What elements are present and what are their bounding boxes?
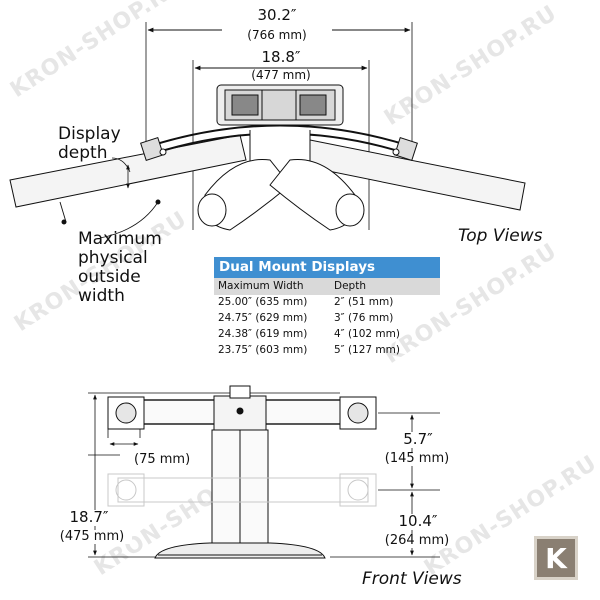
kron-logo-badge: K: [534, 536, 578, 580]
upper-height-dim: 5.7″: [383, 431, 453, 448]
col-header-max-width: Maximum Width: [218, 280, 304, 292]
inner-width-dim: 18.8″: [261, 48, 301, 66]
max-width-label: Maximum physical outside width: [78, 229, 162, 307]
top-view-drawing: [9, 22, 526, 239]
bracket-offset-mm: (75 mm): [134, 452, 191, 467]
front-view-drawing: [88, 385, 440, 559]
table-row: 23.75″ (603 mm) 5″ (127 mm): [214, 343, 440, 359]
dual-mount-table: Dual Mount Displays Maximum Width Depth …: [214, 257, 440, 359]
table-row: 24.75″ (629 mm) 3″ (76 mm): [214, 311, 440, 327]
table-header-row: Maximum Width Depth: [214, 278, 440, 295]
cell-depth: 4″ (102 mm): [334, 328, 400, 340]
overall-width-mm: (766 mm): [222, 29, 332, 42]
lower-height-mm: (264 mm): [379, 534, 455, 548]
col-header-depth: Depth: [334, 280, 366, 292]
lower-height-dim: 10.4″: [383, 513, 453, 530]
top-views-label: Top Views: [458, 226, 543, 246]
cell-width: 23.75″ (603 mm): [218, 344, 308, 356]
display-depth-label: Display depth: [58, 124, 121, 164]
cell-width: 25.00″ (635 mm): [218, 296, 308, 308]
table-title: Dual Mount Displays: [214, 257, 440, 278]
cell-width: 24.75″ (629 mm): [218, 312, 308, 324]
cell-width: 24.38″ (619 mm): [218, 328, 308, 340]
cell-depth: 3″ (76 mm): [334, 312, 394, 324]
table-row: 24.38″ (619 mm) 4″ (102 mm): [214, 327, 440, 343]
front-views-label: Front Views: [362, 569, 462, 589]
total-height-mm: (475 mm): [52, 530, 132, 544]
total-height-dim: 18.7″: [54, 509, 124, 526]
upper-height-mm: (145 mm): [379, 452, 455, 466]
table-row: 25.00″ (635 mm) 2″ (51 mm): [214, 295, 440, 311]
inner-width-mm: (477 mm): [226, 69, 336, 82]
cell-depth: 2″ (51 mm): [334, 296, 394, 308]
overall-width-dim: 30.2″: [257, 6, 297, 24]
cell-depth: 5″ (127 mm): [334, 344, 400, 356]
